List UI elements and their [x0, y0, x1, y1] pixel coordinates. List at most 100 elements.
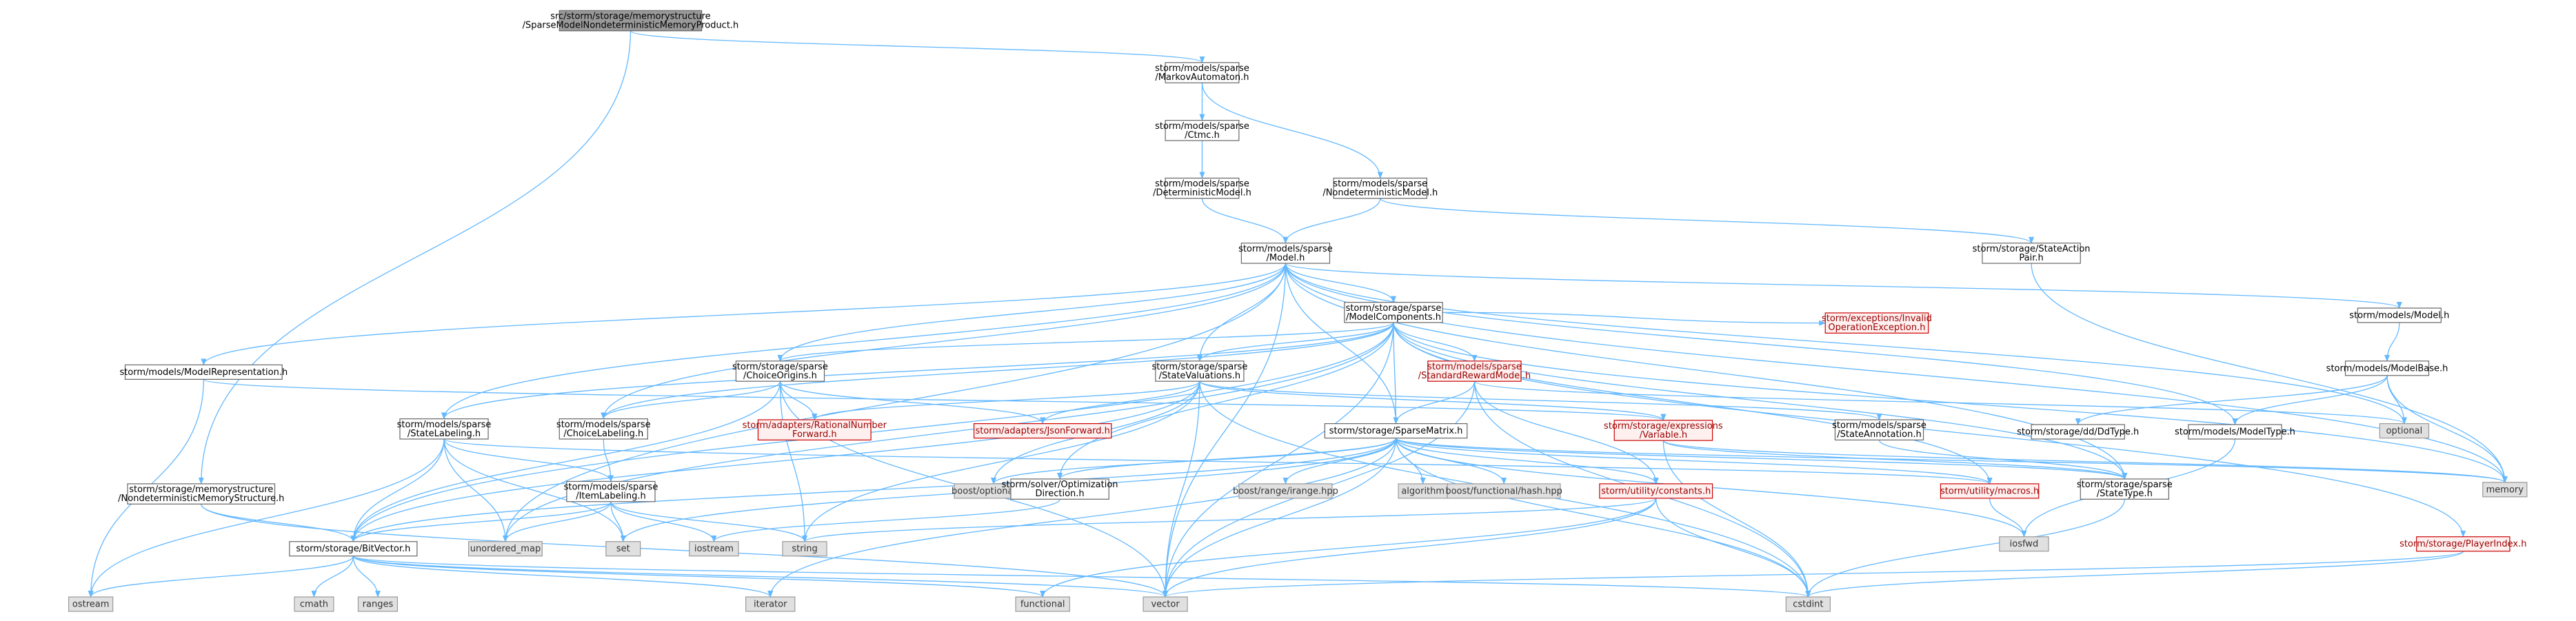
node-label-stdreward-line-1: /StandardRewardModel.h	[1418, 371, 1531, 381]
edge-sparsematrix-to-vector	[1163, 438, 1397, 598]
node-model[interactable]: storm/models/sparse/Model.h	[1238, 243, 1333, 264]
node-iostream: iostream	[689, 541, 739, 557]
edge-ma-to-nondet	[1201, 83, 1383, 179]
node-optional: optional	[2379, 423, 2430, 439]
edge-macros-to-iosfwd	[1989, 498, 2027, 538]
node-choicelab[interactable]: storm/models/sparse/ChoiceLabeling.h	[556, 418, 651, 440]
node-box-stateval	[1155, 360, 1245, 382]
edge-statelab-to-unordered_map	[443, 438, 508, 542]
node-ndms[interactable]: storm/storage/memorystructure/Nondetermi…	[118, 483, 284, 505]
edge-statelab-to-set	[443, 438, 626, 542]
node-label-stateval-line-1: /StateValuations.h	[1159, 371, 1241, 381]
node-statelab[interactable]: storm/models/sparse/StateLabeling.h	[397, 418, 492, 440]
node-box-choicelab	[559, 418, 648, 440]
node-label-invalidop-line-1: OperationException.h	[1828, 323, 1925, 333]
node-box-exprvar	[1613, 420, 1713, 441]
node-ma[interactable]: storm/models/sparse/MarkovAutomaton.h	[1155, 62, 1249, 83]
node-modelbase[interactable]: storm/models/ModelBase.h	[2326, 360, 2448, 376]
edge-model-to-modeltype	[1285, 263, 2238, 426]
node-label-stateval-line-0: storm/storage/sparse	[1151, 362, 1247, 372]
node-label-jsonfwd: storm/adapters/JsonForward.h	[975, 426, 1109, 436]
edge-model-to-optional	[1285, 263, 2407, 425]
node-hash: boost/functional/hash.hpp	[1445, 483, 1562, 499]
node-choiceorig[interactable]: storm/storage/sparse/ChoiceOrigins.h	[732, 360, 828, 382]
node-invalidop[interactable]: storm/exceptions/InvalidOperationExcepti…	[1822, 312, 1932, 334]
node-box-invalidop	[1824, 312, 1929, 334]
node-stdreward[interactable]: storm/models/sparse/StandardRewardModel.…	[1418, 360, 1531, 382]
node-sparsematrix[interactable]: storm/storage/SparseMatrix.h	[1324, 423, 1468, 439]
node-ctmc[interactable]: storm/models/sparse/Ctmc.h	[1155, 120, 1249, 141]
edge-choiceorig-to-string	[779, 381, 808, 542]
edge-model-to-statelab	[441, 263, 1287, 420]
node-box-hash	[1447, 483, 1561, 499]
node-label-det-line-0: storm/models/sparse	[1155, 179, 1249, 190]
node-unordered_map: unordered_map	[467, 541, 543, 557]
node-cmath: cmath	[294, 596, 334, 612]
edge-stateval-to-stateann	[1199, 380, 1882, 421]
node-label-modeltype: storm/models/ModelType.h	[2175, 427, 2295, 438]
node-box-functional	[1015, 596, 1070, 612]
node-label-choiceorig-line-0: storm/storage/sparse	[732, 362, 828, 372]
edge-modelrep-to-exprvar	[203, 378, 1666, 421]
node-label-constants: storm/utility/constants.h	[1601, 486, 1711, 496]
node-playerindex[interactable]: storm/storage/PlayerIndex.h	[2399, 536, 2527, 552]
node-constants[interactable]: storm/utility/constants.h	[1599, 483, 1713, 499]
edge-itemlab-to-bitvector	[350, 501, 612, 542]
edge-constants-to-functional	[1040, 498, 1657, 598]
node-statetype[interactable]: storm/storage/sparse/StateType.h	[2077, 478, 2173, 500]
node-label-iosfwd: iosfwd	[2010, 539, 2039, 549]
edge-nondet-to-model	[1282, 198, 1381, 244]
node-box-statelab	[399, 418, 489, 440]
edge-mc-to-statetype	[1393, 322, 2128, 480]
node-modelrep[interactable]: storm/models/ModelRepresentation.h	[119, 364, 288, 380]
node-mc[interactable]: storm/storage/sparse/ModelComponents.h	[1344, 302, 1443, 323]
node-modeltype[interactable]: storm/models/ModelType.h	[2175, 424, 2295, 440]
node-stateann[interactable]: storm/models/sparse/StateAnnotation.h	[1832, 419, 1926, 440]
edge-statetype-to-cstdint	[1805, 499, 2125, 598]
node-label-modelh: storm/models/Model.h	[2349, 310, 2449, 320]
edge-root-to-ndms	[198, 30, 632, 485]
node-label-sap-line-0: storm/storage/StateAction	[1973, 244, 2091, 254]
edge-model-to-choiceorig	[777, 263, 1287, 362]
edge-constants-to-string	[802, 498, 1657, 542]
edge-sparsematrix-to-bitvector	[350, 438, 1397, 542]
node-label-choicelab-line-0: storm/models/sparse	[556, 420, 651, 430]
node-label-root-line-0: src/storm/storage/memorystructure	[550, 12, 710, 22]
node-stateval[interactable]: storm/storage/sparse/StateValuations.h	[1151, 360, 1247, 382]
node-box-optional	[2379, 423, 2430, 439]
node-nondet[interactable]: storm/models/sparse/NondeterministicMode…	[1322, 177, 1438, 199]
node-box-jsonfwd	[973, 423, 1112, 439]
node-exprvar[interactable]: storm/storage/expressions/Variable.h	[1604, 420, 1723, 441]
node-jsonfwd[interactable]: storm/adapters/JsonForward.h	[973, 423, 1112, 439]
edge-playerindex-to-vector	[1163, 551, 2464, 598]
edge-stateval-to-jsonfwd	[1040, 381, 1200, 425]
edge-sparsematrix-to-macros	[1395, 438, 1993, 485]
edge-itemlab-to-iostream	[610, 501, 717, 542]
edge-stdreward-to-sparsematrix	[1393, 381, 1476, 425]
edge-bitvector-to-vector	[352, 556, 1168, 598]
edge-stateann-to-statetype	[1878, 440, 2128, 480]
node-box-string	[782, 541, 827, 557]
edge-mc-to-statelab	[441, 322, 1394, 420]
node-itemlab[interactable]: storm/models/sparse/ItemLabeling.h	[564, 480, 658, 502]
node-macros[interactable]: storm/utility/macros.h	[1940, 483, 2040, 499]
edge-nondet-to-sap	[1380, 198, 2034, 244]
node-label-model-line-1: /Model.h	[1267, 253, 1305, 263]
edge-modelh-to-modelbase	[2384, 322, 2400, 362]
node-label-optdir-line-1: Direction.h	[1036, 489, 1085, 499]
node-root[interactable]: src/storm/storage/memorystructure/Sparse…	[523, 10, 739, 32]
node-modelh[interactable]: storm/models/Model.h	[2349, 307, 2449, 323]
edge-exprvar-to-memory	[1662, 440, 2508, 483]
node-bitvector[interactable]: storm/storage/BitVector.h	[289, 541, 418, 557]
node-box-bitvector	[289, 541, 418, 557]
node-ddtype[interactable]: storm/storage/dd/DdType.h	[2017, 424, 2139, 440]
node-det[interactable]: storm/models/sparse/DeterministicModel.h	[1153, 177, 1251, 199]
node-label-ostream: ostream	[72, 600, 110, 610]
edge-ndms-to-vector	[201, 504, 1168, 598]
node-label-det-line-1: /DeterministicModel.h	[1153, 188, 1251, 198]
node-iosfwd: iosfwd	[1999, 536, 2049, 552]
